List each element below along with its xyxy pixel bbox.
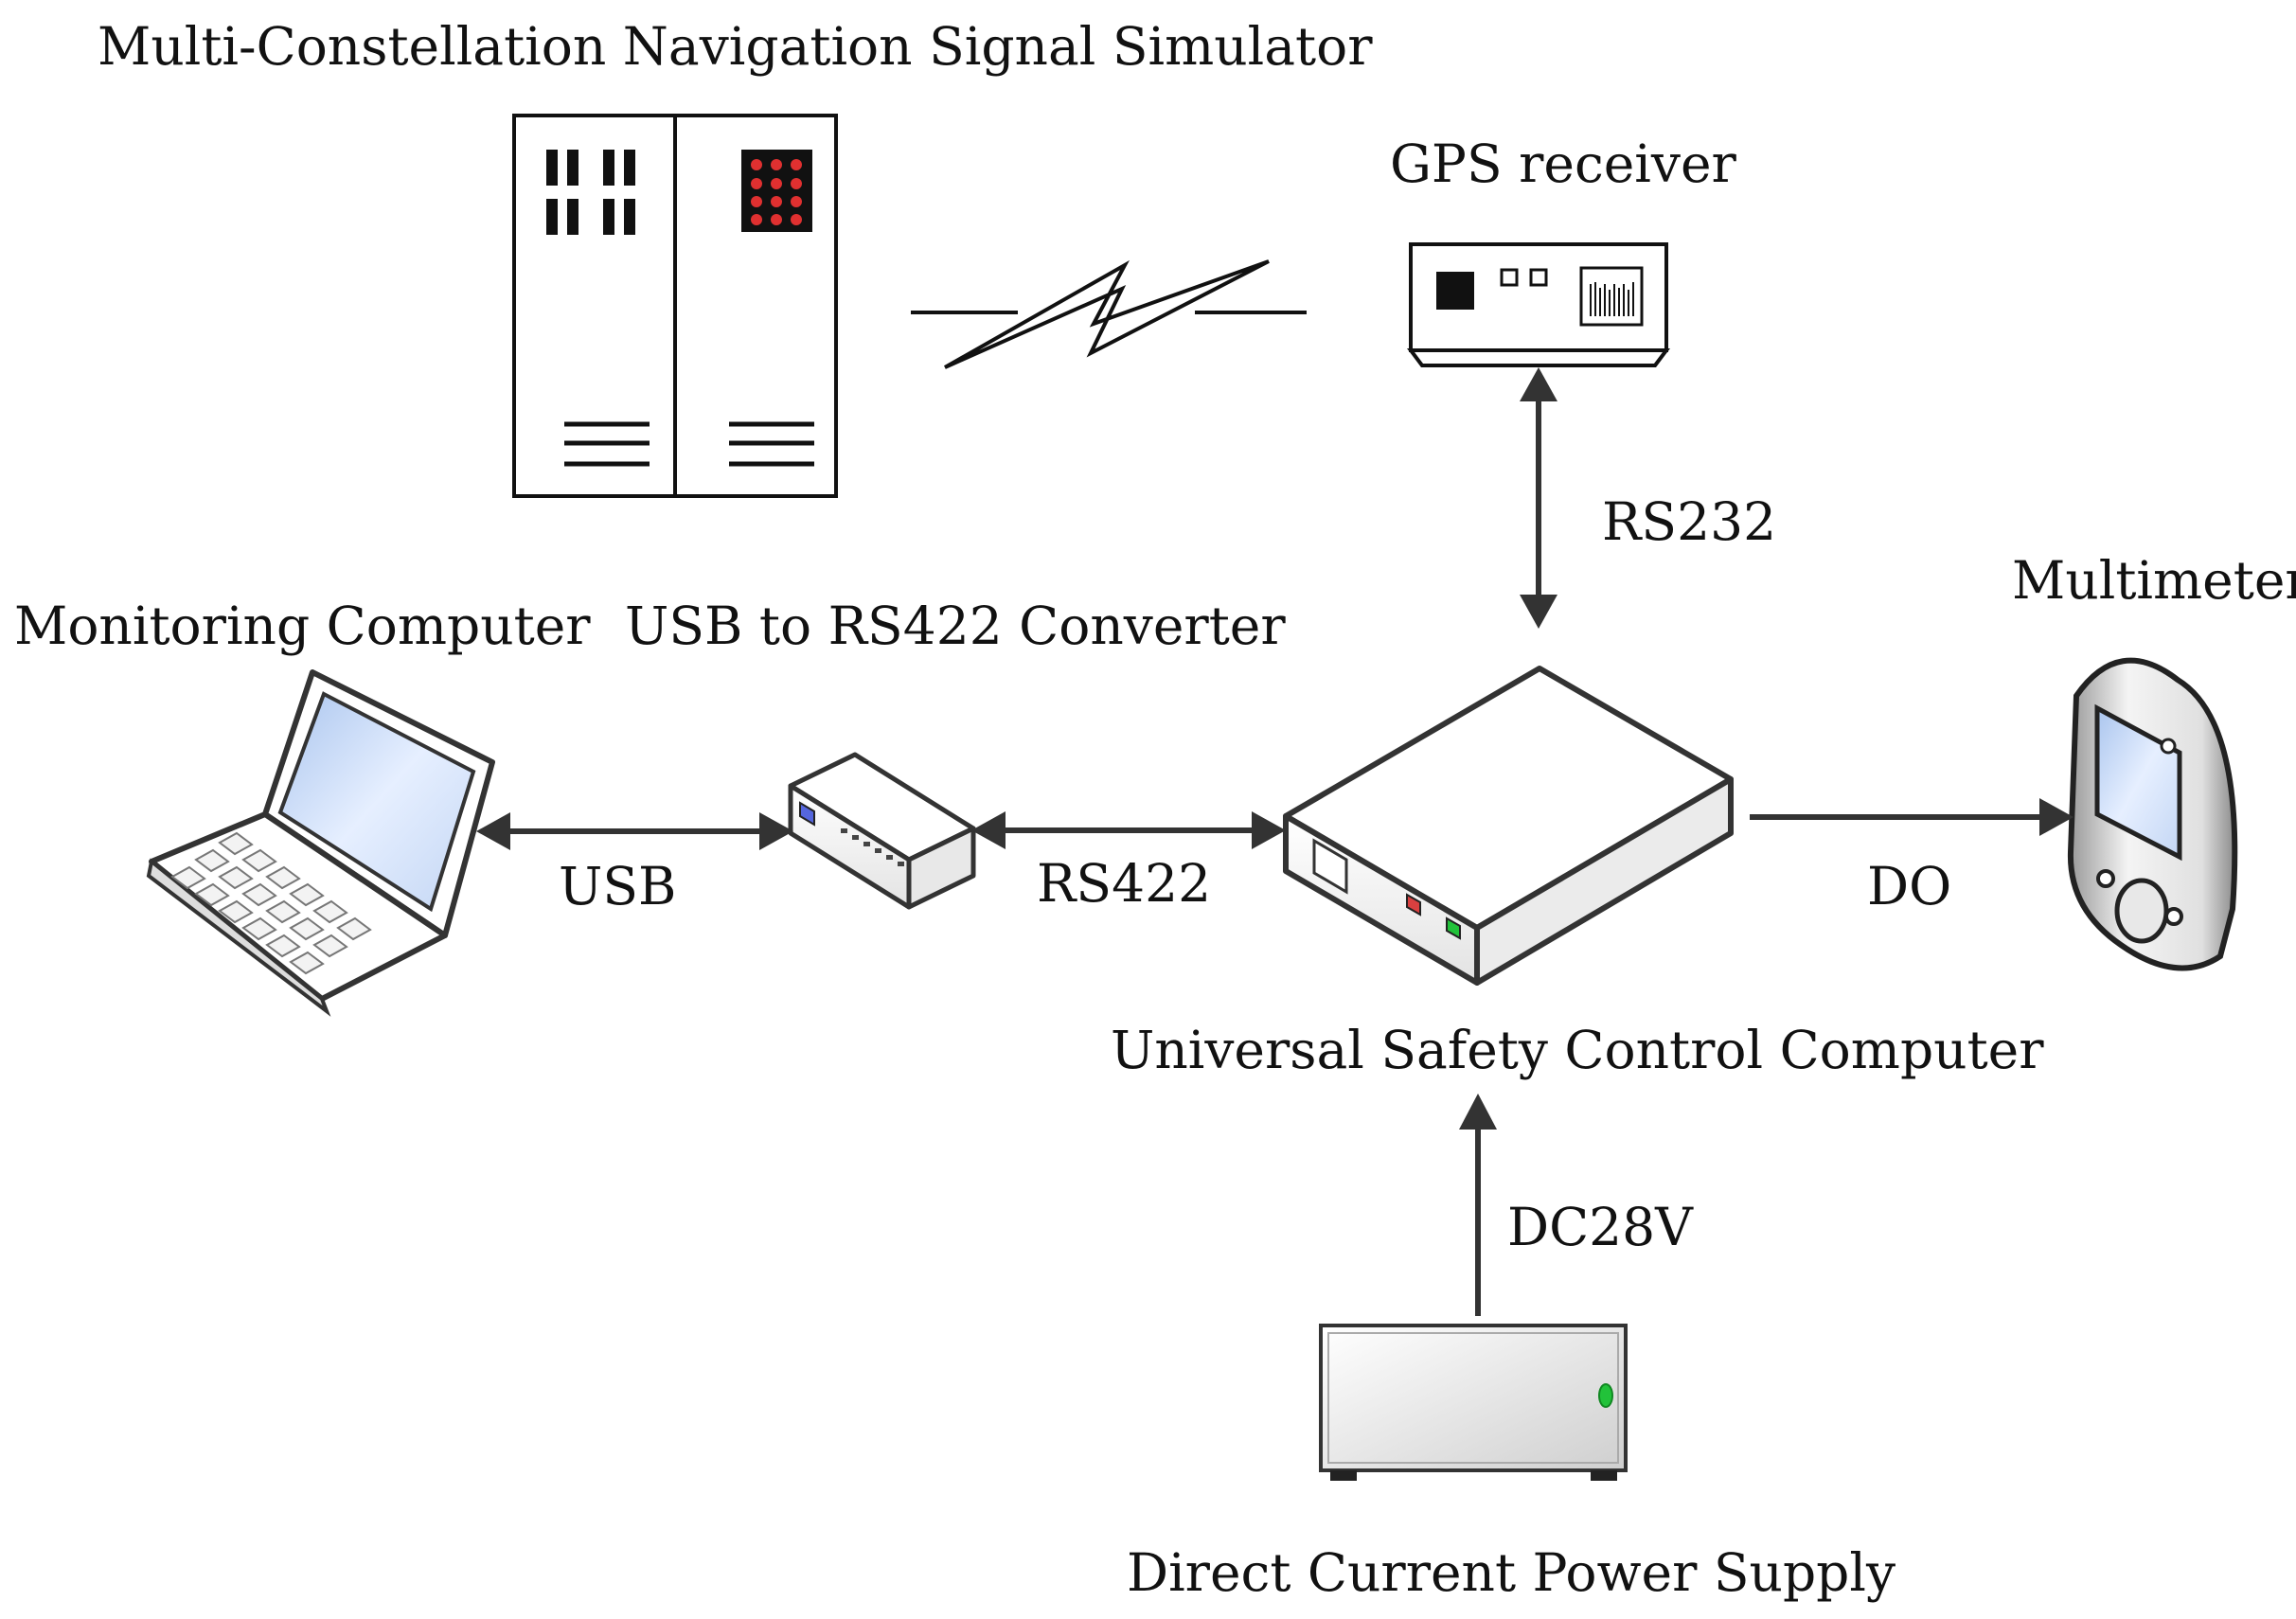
rs232-label: RS232: [1602, 491, 1776, 552]
dc28v-edge: [1459, 1094, 1497, 1316]
slot-indicators: [546, 150, 635, 235]
rs422-edge: [971, 811, 1286, 849]
indicator-light: [799, 801, 815, 827]
multimeter-label: Multimeter: [2012, 550, 2296, 611]
vent-lines: [564, 421, 814, 467]
simulator-label: Multi-Constellation Navigation Signal Si…: [98, 16, 1373, 77]
green-led: [1446, 916, 1461, 940]
power-led: [1598, 1383, 1613, 1408]
laptop-screen: [277, 691, 476, 913]
control-computer-node: [1283, 666, 1734, 986]
monitoring-computer-label: Monitoring Computer: [14, 596, 591, 656]
port-row: [841, 828, 904, 866]
simulator-node: [512, 114, 838, 498]
gps-receiver-node: [1407, 242, 1670, 367]
port-icon: [1579, 266, 1644, 327]
gps-receiver-label: GPS receiver: [1390, 133, 1737, 194]
rs422-label: RS422: [1037, 853, 1211, 914]
dc28v-label: DC28V: [1507, 1197, 1694, 1257]
control-computer-label: Universal Safety Control Computer: [1111, 1020, 2044, 1080]
led-matrix: [741, 150, 812, 232]
converter-label: USB to RS422 Converter: [625, 596, 1286, 656]
multimeter-dial: [2114, 878, 2169, 944]
multimeter-node: [2067, 657, 2238, 971]
rs232-edge: [1520, 367, 1557, 629]
laptop-keyboard: [170, 831, 372, 975]
power-supply-label: Direct Current Power Supply: [1127, 1542, 1896, 1603]
converter-node: [788, 752, 976, 910]
power-supply-node: [1319, 1324, 1628, 1481]
do-edge: [1750, 798, 2074, 836]
multimeter-screen: [2094, 703, 2182, 862]
usb-label: USB: [559, 856, 676, 916]
usb-edge: [476, 812, 793, 850]
red-led: [1406, 893, 1421, 916]
monitoring-computer-node: [146, 669, 495, 1017]
wireless-link-symbol: [911, 259, 1307, 369]
do-label: DO: [1867, 856, 1951, 916]
